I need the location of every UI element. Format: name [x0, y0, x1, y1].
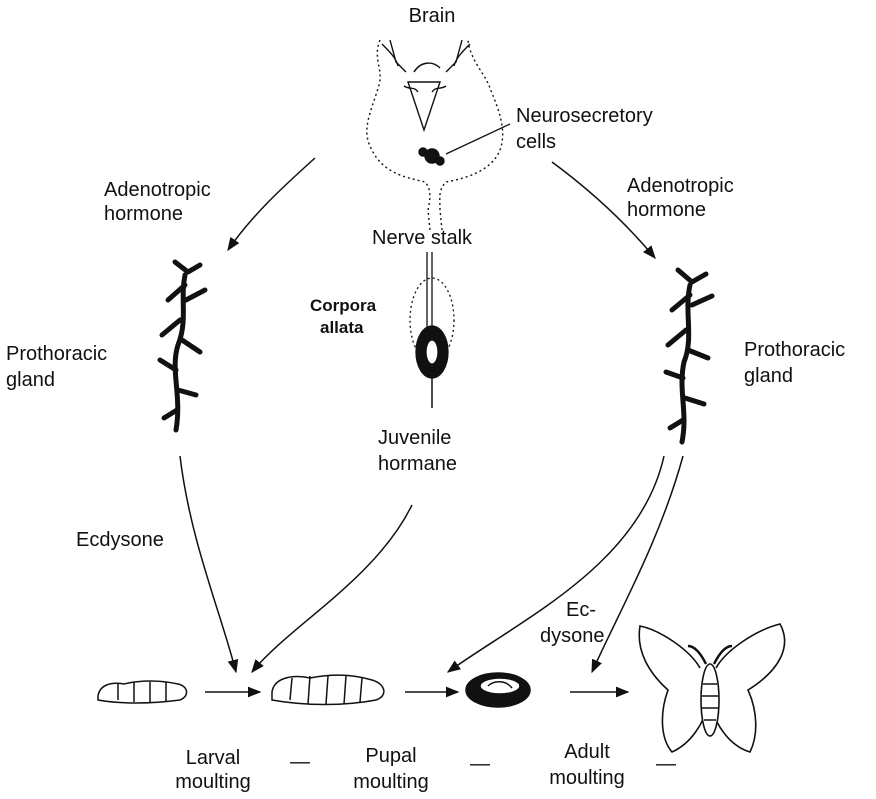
brain-label: Brain	[390, 4, 474, 28]
nerve-stalk-label: Nerve stalk	[372, 226, 472, 250]
larval-label-2: moulting	[158, 770, 268, 794]
prothoracic-gland-icon	[160, 262, 205, 430]
ecdysone-left-label: Ecdysone	[76, 528, 164, 552]
adenotropic-left-label-1: Adenotropic	[104, 178, 211, 202]
prothoracic-right-label-1: Prothoracic	[744, 338, 845, 362]
neurosecretory-label-2: cells	[516, 130, 556, 154]
larva-icon	[98, 681, 187, 703]
adenotropic-right-label-2: hormone	[627, 198, 706, 222]
moth-icon	[639, 624, 784, 752]
adult-label-2: moulting	[532, 766, 642, 790]
prothoracic-gland-icon	[666, 270, 712, 442]
pupa-icon	[466, 673, 530, 707]
larval-dash: —	[290, 750, 310, 774]
adult-label-1: Adult	[532, 740, 642, 764]
ecdysone-right-label-1: Ec-	[566, 598, 596, 622]
pupal-label-1: Pupal	[336, 744, 446, 768]
prothoracic-right-label-2: gland	[744, 364, 793, 388]
adult-dash: —	[656, 752, 676, 776]
juvenile-label-1: Juvenile	[378, 426, 451, 450]
adenotropic-left-label-2: hormone	[104, 202, 183, 226]
neurosecretory-label-1: Neurosecretory	[516, 104, 653, 128]
larva-icon	[272, 675, 384, 704]
corpora-label-2: allata	[320, 318, 363, 338]
prothoracic-left-label-2: gland	[6, 368, 55, 392]
corpora-label-1: Corpora	[310, 296, 376, 316]
pupal-label-2: moulting	[336, 770, 446, 794]
ecdysone-right-label-2: dysone	[540, 624, 605, 648]
brain-icon	[367, 40, 503, 230]
adenotropic-right-label-1: Adenotropic	[627, 174, 734, 198]
larval-label-1: Larval	[158, 746, 268, 770]
pupal-dash: —	[470, 752, 490, 776]
juvenile-label-2: hormane	[378, 452, 457, 476]
prothoracic-left-label-1: Prothoracic	[6, 342, 107, 366]
corpora-allata-icon	[410, 252, 454, 408]
